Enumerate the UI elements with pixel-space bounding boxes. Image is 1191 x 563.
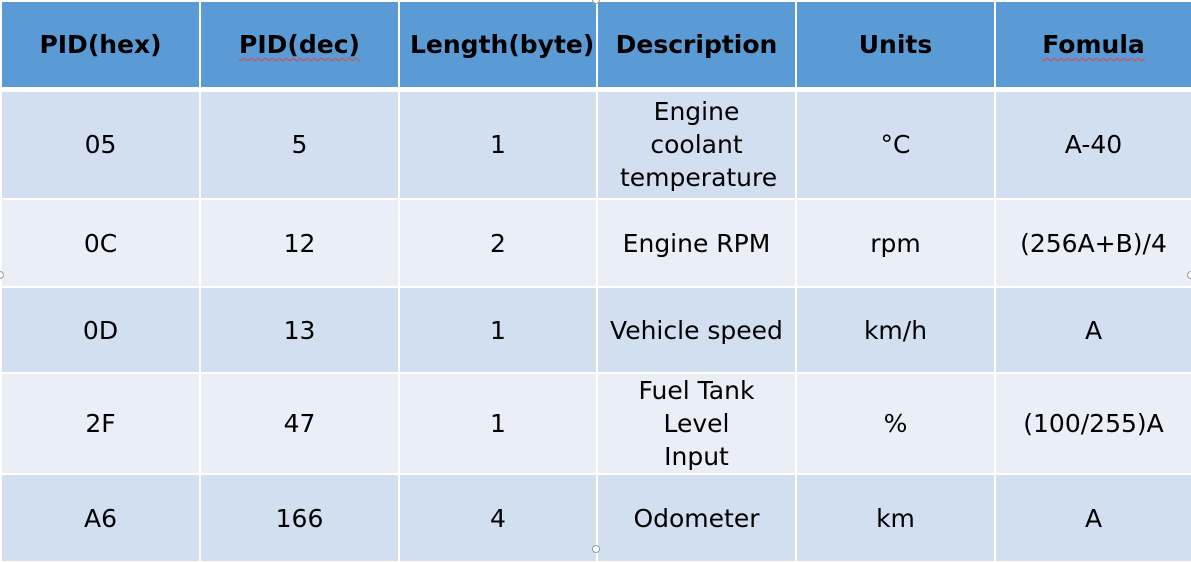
cell-description: Fuel Tank Level Input: [596, 372, 797, 475]
cell-formula: (256A+B)/4: [994, 198, 1191, 288]
cell-pid-hex: 0D: [0, 286, 201, 374]
table-row: 05 5 1 Engine coolant temperature °C A-4…: [0, 88, 1191, 200]
cell-pid-dec: 5: [199, 88, 400, 200]
cell-length: 1: [398, 286, 598, 374]
cell-pid-hex: 0C: [0, 198, 201, 288]
cell-units: km/h: [795, 286, 996, 374]
header-pid-dec-label: PID(dec): [239, 29, 360, 59]
header-formula-label: Fomula: [1042, 29, 1145, 59]
header-description: Description: [596, 0, 797, 92]
header-formula: Fomula: [994, 0, 1191, 92]
cell-pid-hex: 2F: [0, 372, 201, 475]
cell-pid-hex: A6: [0, 473, 201, 563]
cell-pid-dec: 166: [199, 473, 400, 563]
cell-units: %: [795, 372, 996, 475]
header-pid-dec: PID(dec): [199, 0, 400, 92]
cell-description: Engine RPM: [596, 198, 797, 288]
cell-units: rpm: [795, 198, 996, 288]
cell-units: °C: [795, 88, 996, 200]
cell-length: 2: [398, 198, 598, 288]
table-row: 0C 12 2 Engine RPM rpm (256A+B)/4: [0, 198, 1191, 288]
cell-formula: (100/255)A: [994, 372, 1191, 475]
cell-formula: A: [994, 473, 1191, 563]
cell-length: 1: [398, 372, 598, 475]
resize-handle-right[interactable]: [1187, 271, 1191, 279]
cell-description: Vehicle speed: [596, 286, 797, 374]
cell-pid-hex: 05: [0, 88, 201, 200]
cell-units: km: [795, 473, 996, 563]
cell-formula: A-40: [994, 88, 1191, 200]
cell-description: Engine coolant temperature: [596, 88, 797, 200]
cell-description: Odometer: [596, 473, 797, 563]
cell-length: 1: [398, 88, 598, 200]
header-units: Units: [795, 0, 996, 92]
resize-handle-bottom[interactable]: [592, 545, 600, 553]
table-header-row: PID(hex) PID(dec) Length(byte) Descripti…: [0, 0, 1191, 92]
header-pid-hex: PID(hex): [0, 0, 201, 92]
table-row: 2F 47 1 Fuel Tank Level Input % (100/255…: [0, 372, 1191, 475]
cell-length: 4: [398, 473, 598, 563]
cell-pid-dec: 13: [199, 286, 400, 374]
table-row: A6 166 4 Odometer km A: [0, 473, 1191, 563]
cell-formula: A: [994, 286, 1191, 374]
table-row: 0D 13 1 Vehicle speed km/h A: [0, 286, 1191, 374]
cell-pid-dec: 47: [199, 372, 400, 475]
cell-pid-dec: 12: [199, 198, 400, 288]
header-length: Length(byte): [398, 0, 598, 92]
